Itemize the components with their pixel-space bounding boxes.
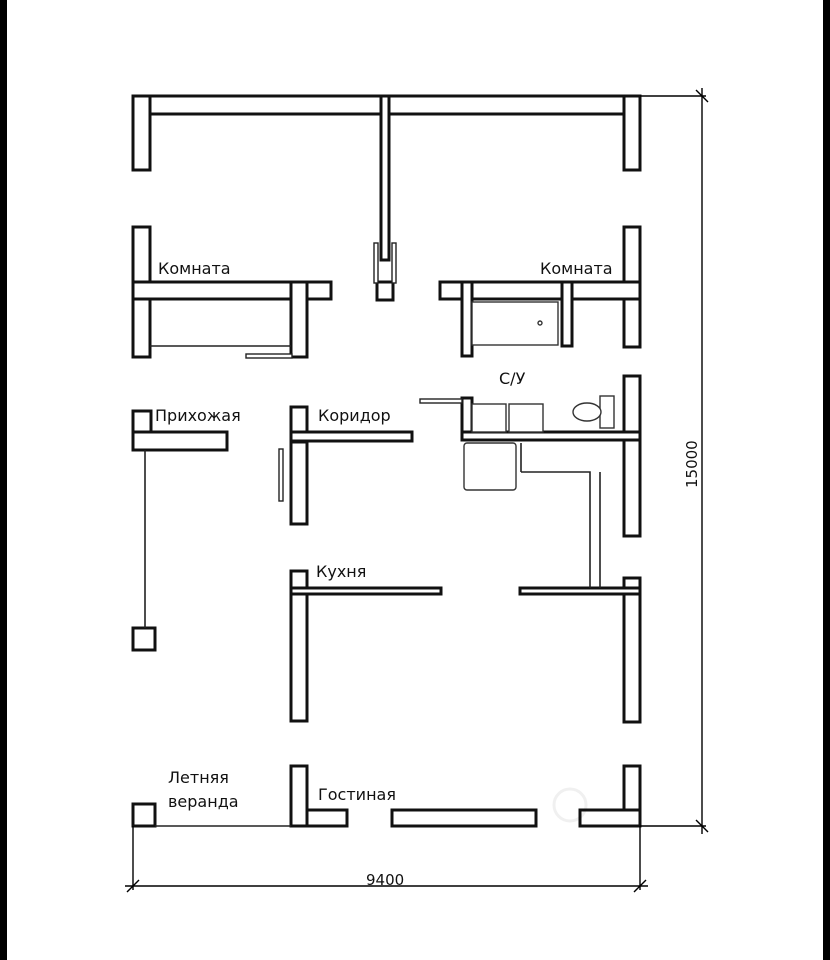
room-label-veranda-2: веранда [168,792,239,811]
door-room1 [373,242,379,284]
room-label-kitchen: Кухня [316,562,366,581]
wall-room1-bottom [131,280,333,301]
fixtures [463,301,615,491]
wall-right-3 [622,374,642,538]
wall-kitchen-divider-right [518,586,642,596]
door-kitchen [278,448,284,502]
room-label-corridor: Коридор [318,406,391,425]
interior-walls [131,94,642,828]
dim-width-tick-left [126,879,140,893]
kitchen-sink [463,442,517,491]
dim-height-tick-top [695,89,709,103]
room-label-room1: Комната [158,259,231,278]
room-label-hallway: Прихожая [155,406,241,425]
wall-closet-right [289,280,309,359]
wall-kitchen-divider-left [289,586,443,596]
door-closet [245,353,293,359]
washbasin [471,403,507,433]
wall-living-left-lower [289,764,309,828]
wall-room-divider [379,94,391,262]
room-label-veranda-1: Летняя [168,768,229,787]
dim-width-tick-right [633,879,647,893]
watermark-mark [552,787,588,823]
dimension-width [125,826,648,893]
wall-right-4 [622,576,642,724]
thin-lines [144,345,601,827]
wall-hall-stub [131,430,229,452]
wall-corridor-bottom [289,430,414,443]
wall-kitchen-left [289,440,309,526]
washing-machine [508,403,544,433]
outer-walls [131,94,642,828]
right-border-bar [823,0,830,960]
wall-living-left [289,569,309,723]
dimension-height [640,88,709,834]
wall-bath-left [460,280,474,358]
door-room2 [391,242,397,284]
wall-bottom-2 [390,808,538,828]
veranda-post-1 [131,626,157,652]
room-label-living: Гостиная [318,785,396,804]
door-bathroom [419,398,463,404]
wall-divider-stub [375,280,395,302]
room-label-room2: Комната [540,259,613,278]
wall-left-1 [131,94,152,172]
counter-line-b [521,471,591,588]
bathtub-drain [537,320,543,326]
veranda-post-2 [131,802,157,828]
bathtub [471,301,559,346]
wall-bath-bottom [460,430,642,442]
room-label-bathroom: С/У [499,369,526,388]
dim-height-tick-bottom [695,819,709,833]
wall-right-1 [622,94,642,172]
dim-label-height: 15000 [683,440,701,488]
wall-room2-bottom [438,280,642,301]
wall-bottom-3 [578,808,642,828]
toilet-tank [599,395,615,429]
dim-label-width: 9400 [366,871,404,889]
doors [245,242,463,502]
wall-bath-mid [560,280,574,348]
left-border-bar [0,0,7,960]
toilet-bowl [572,402,602,422]
